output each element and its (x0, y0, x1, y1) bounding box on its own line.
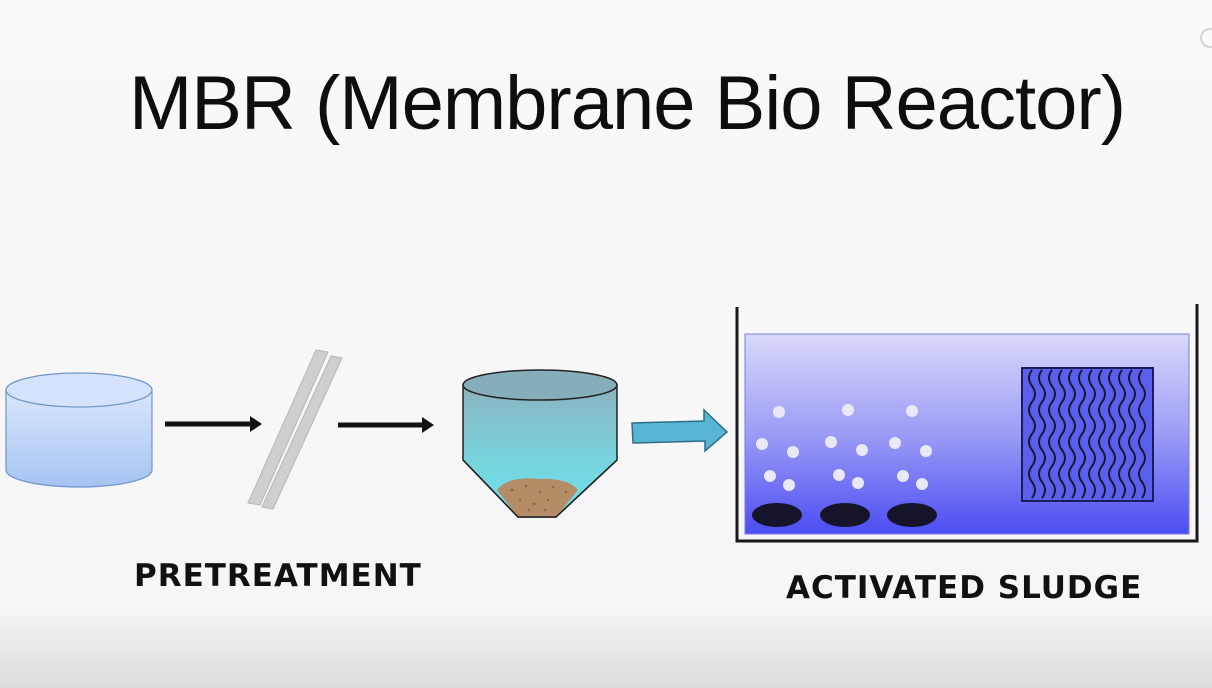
membrane-module-icon (1021, 367, 1154, 502)
diffuser-icon (752, 503, 937, 527)
feed-tank-icon (5, 372, 153, 488)
pretreatment-label: PRETREATMENT (134, 558, 422, 594)
activated-sludge-label: ACTIVATED SLUDGE (786, 570, 1143, 606)
flow-arrow-1 (165, 416, 262, 432)
clarifier-icon (462, 369, 618, 518)
flow-arrow-2 (338, 417, 434, 433)
bubble-icon (756, 404, 932, 491)
page-title: MBR (Membrane Bio Reactor) (128, 61, 1126, 146)
corner-circle-icon (1200, 28, 1212, 48)
bar-screen-icon (247, 349, 343, 510)
transfer-arrow-icon (631, 408, 729, 453)
